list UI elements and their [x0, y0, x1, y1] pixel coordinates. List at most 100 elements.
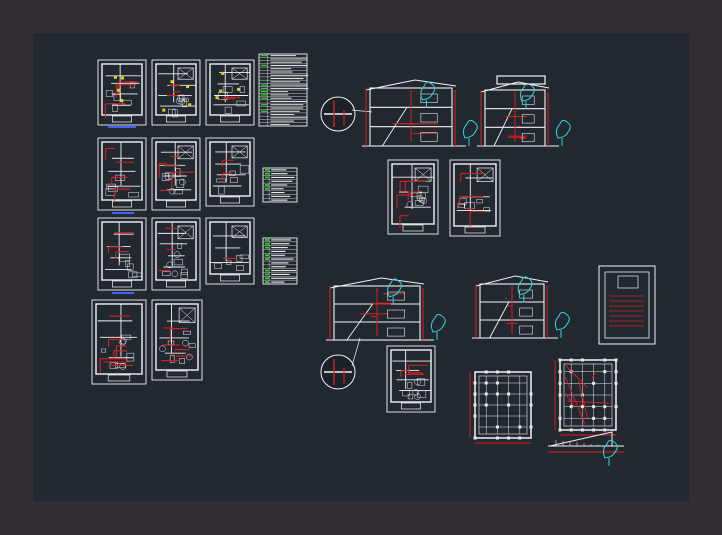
sheet-border: [97, 59, 147, 126]
sections: [320, 75, 571, 413]
stair: [476, 167, 494, 182]
tree-symbol: [462, 119, 478, 146]
sheet-border: [97, 217, 147, 291]
fixture: [172, 109, 178, 118]
fixture-circle: [179, 178, 186, 186]
footing: [518, 436, 522, 440]
building-outline: [101, 141, 143, 201]
fixture-circle: [166, 261, 173, 269]
legend-symbol: [265, 172, 270, 175]
fixture: [128, 192, 139, 198]
roof-line: [329, 277, 425, 289]
legend-text-bar: [271, 176, 295, 179]
tree-symbol: [602, 439, 618, 466]
footing: [484, 392, 488, 396]
legend-text-bar: [270, 68, 292, 70]
legend-symbol: [261, 91, 268, 93]
fixture-circle: [178, 98, 186, 105]
legend-symbol: [265, 242, 270, 245]
stair: [177, 225, 194, 240]
legend-symbol: [261, 64, 268, 67]
building-outline: [101, 63, 143, 116]
footing: [518, 425, 522, 429]
fixture-circle: [412, 389, 420, 396]
fixture: [419, 197, 425, 203]
cad-model-space[interactable]: [33, 33, 689, 501]
section-d-d: [472, 275, 570, 339]
fixture: [417, 378, 426, 386]
footing: [473, 414, 477, 418]
legend-text-bar: [271, 250, 286, 252]
legend-text-bar: [271, 247, 288, 249]
stair-flight: [493, 108, 513, 147]
beam-line: [564, 376, 586, 424]
footing: [507, 403, 511, 407]
window: [387, 291, 405, 301]
building-outline: [453, 163, 497, 227]
fixture-circle: [119, 363, 126, 370]
leader-line: [351, 109, 373, 113]
tree-canopy: [602, 439, 618, 459]
fixture: [112, 104, 118, 112]
window: [521, 133, 535, 143]
foundation-plan-b: [554, 358, 618, 436]
fixture: [126, 352, 135, 362]
leader-line: [351, 337, 361, 367]
fixture: [407, 394, 414, 400]
sheet-border: [97, 137, 147, 211]
legend-text-bar: [271, 243, 290, 245]
fixture: [188, 343, 196, 348]
legend-text-bar: [270, 64, 308, 66]
section-outline: [479, 283, 545, 339]
footing: [603, 358, 607, 362]
fixture: [129, 82, 135, 89]
roof-line: [365, 79, 457, 91]
tree-symbol: [517, 276, 533, 303]
entry-strip: [401, 402, 421, 410]
fixture: [105, 90, 114, 97]
beam-line: [567, 400, 610, 404]
fixture: [180, 272, 188, 279]
tree-symbol: [555, 119, 571, 146]
footing: [484, 381, 488, 385]
symbol-marker: [162, 108, 166, 112]
stair: [177, 67, 194, 80]
sheet-border: [205, 217, 255, 285]
legend-text-bar: [270, 58, 308, 60]
fixture: [101, 348, 107, 353]
legend-text-bar: [271, 281, 285, 283]
tree-canopy: [462, 119, 478, 139]
entry-strip: [166, 115, 186, 123]
fixture-circle: [416, 195, 424, 202]
stair-diagonal: [178, 307, 196, 323]
symbol-marker: [237, 87, 241, 91]
foundation-plans: [469, 265, 656, 466]
footing: [603, 370, 607, 374]
footing: [495, 425, 499, 429]
fixture: [173, 189, 183, 195]
legend-text-bar: [271, 199, 288, 201]
beam-line: [592, 370, 597, 378]
legend-text-bar: [270, 91, 289, 93]
footing: [495, 436, 499, 440]
tree-canopy: [555, 119, 571, 139]
legend-symbol: [265, 169, 270, 171]
fixture: [407, 382, 413, 389]
fixture: [119, 253, 130, 262]
legend-text-bar: [271, 239, 291, 241]
footing: [569, 358, 573, 362]
fixture: [414, 200, 424, 206]
fixture: [128, 271, 138, 278]
fixture-circle: [167, 172, 175, 179]
detail-box: [617, 275, 639, 289]
cad-drawing-canvas: [91, 53, 656, 466]
sheet-border: [205, 137, 255, 207]
sheet-border: [151, 59, 201, 126]
symbol-marker: [117, 88, 121, 92]
fixture: [216, 178, 226, 183]
sheet-border: [91, 299, 147, 385]
legend-symbol: [261, 110, 268, 112]
window: [521, 95, 535, 105]
legend-text-bar: [271, 254, 286, 256]
fixture: [236, 100, 246, 107]
